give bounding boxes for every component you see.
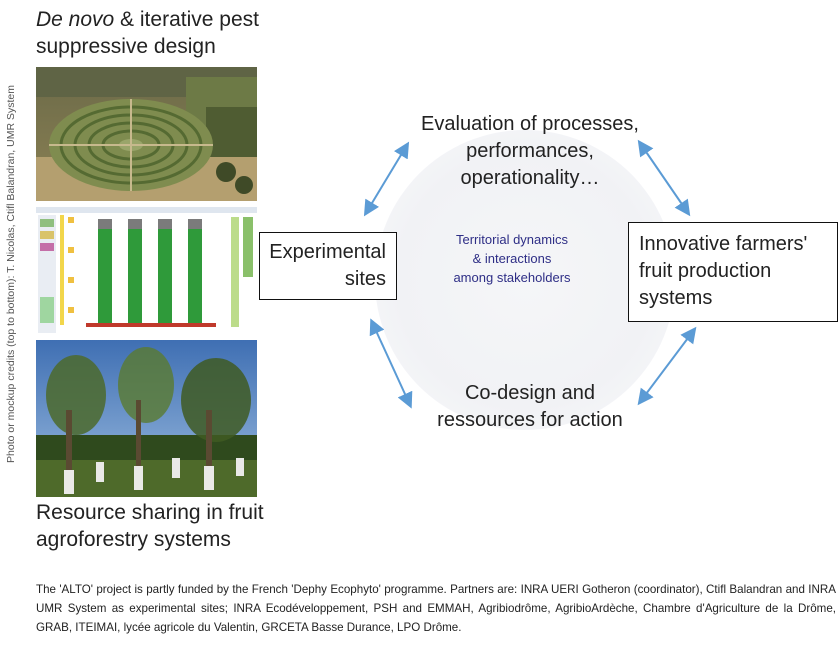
evaluation-label: Evaluation of processes, performances, o… <box>421 113 639 189</box>
top-caption-line2: suppressive design <box>36 35 216 58</box>
arrow-innovative-to-codesign <box>637 326 697 406</box>
agroforestry-photo <box>36 340 257 497</box>
bottom-caption: Resource sharing in fruit agroforestry s… <box>36 499 264 553</box>
territorial-dynamics-label: Territorial dynamics & interactions amon… <box>453 232 571 285</box>
top-caption-italic: De novo <box>36 8 115 31</box>
top-caption-line1: & iterative pest <box>114 8 259 31</box>
experimental-sites-box: Experimental sites <box>259 232 397 300</box>
mockup-screenshot <box>36 207 257 335</box>
bottom-caption-line1: Resource sharing in fruit <box>36 501 264 524</box>
central-hub-circle <box>375 130 675 430</box>
arrow-eval-to-innovative <box>637 139 691 217</box>
innovative-systems-box: Innovative farmers' fruit production sys… <box>628 222 838 322</box>
aerial-orchard-photo <box>36 67 257 201</box>
arrow-experimental-to-codesign <box>369 318 413 409</box>
arrow-eval-to-experimental <box>363 141 410 217</box>
top-caption: De novo & iterative pest suppressive des… <box>36 6 259 60</box>
bottom-caption-line2: agroforestry systems <box>36 528 231 551</box>
funding-footnote: The 'ALTO' project is partly funded by t… <box>36 583 836 634</box>
codesign-label: Co-design and ressources for action <box>437 382 623 431</box>
